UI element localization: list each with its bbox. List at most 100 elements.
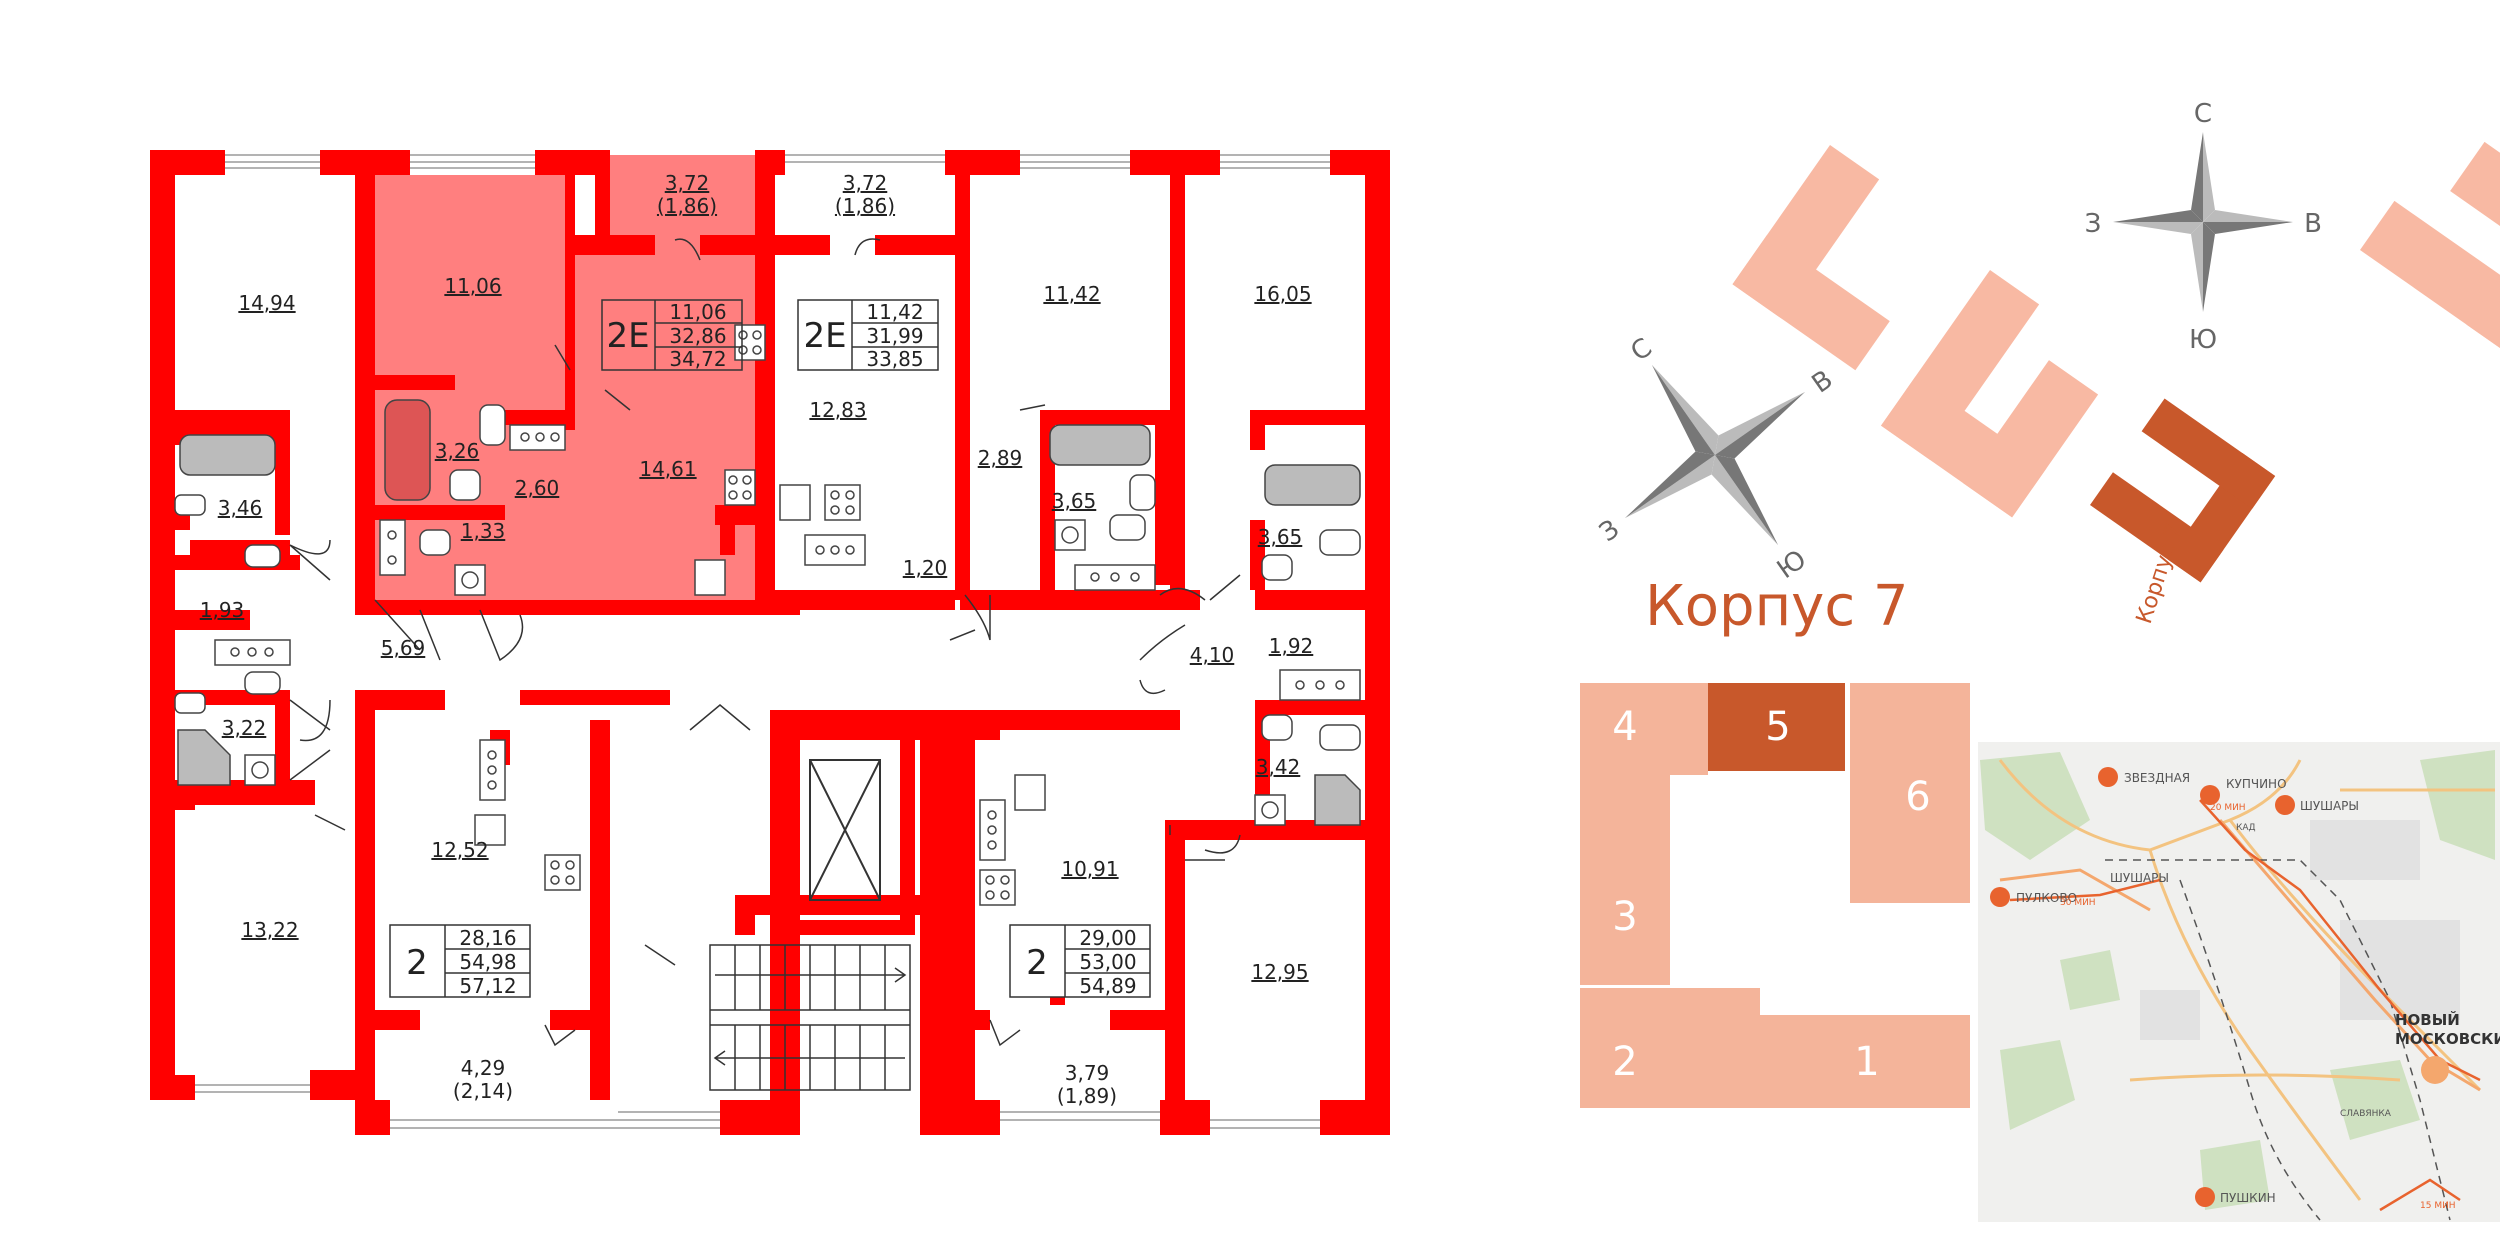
site-plan: Корпус 7 — [1732, 141, 2500, 627]
room-area-label: 4,29 — [461, 1056, 506, 1080]
section-number: 3 — [1612, 894, 1637, 940]
map-time-label: 15 МИН — [2420, 1201, 2456, 1211]
room-area-label: 1,20 — [903, 556, 948, 580]
total-area: 54,98 — [459, 950, 516, 974]
room-area-label: 4,10 — [1190, 643, 1235, 667]
room-area-label: 3,65 — [1052, 489, 1097, 513]
airport-icon — [1990, 887, 2010, 907]
room-area-label: (1,86) — [835, 194, 895, 218]
map-station-label: ШУШАРЫ — [2300, 799, 2359, 813]
room-labels: 14,94 11,06 3,72 (1,86) 3,72 (1,86) 11,4… — [200, 171, 1314, 1108]
room-area-label: 12,95 — [1251, 960, 1308, 984]
korpus-title: Корпус 7 — [1645, 574, 1909, 639]
section-5[interactable] — [1707, 683, 1845, 771]
compass-rose: С Ю З В — [2085, 99, 2322, 355]
block-shape — [2450, 141, 2500, 278]
room-area-label: 2,89 — [978, 446, 1023, 470]
room-area-label: (1,89) — [1057, 1084, 1117, 1108]
section-3[interactable] — [1580, 775, 1670, 985]
compass-east: В — [2304, 209, 2322, 239]
block-shape — [1732, 235, 1890, 371]
room-area-label: 12,52 — [431, 838, 488, 862]
apartment-info-box: 2Е 11,06 32,86 34,72 — [601, 299, 743, 371]
windows — [195, 154, 1330, 1129]
elevator-shaft — [809, 759, 881, 901]
section-1[interactable] — [1765, 1015, 1970, 1108]
living-area: 11,42 — [866, 300, 923, 324]
block-shape — [2360, 200, 2500, 359]
room-area-label: 3,22 — [222, 716, 267, 740]
room-area-label: 13,22 — [241, 918, 298, 942]
section-number: 1 — [1854, 1039, 1879, 1085]
map-time-label: 20 МИН — [2210, 803, 2246, 813]
room-area-label: (1,86) — [657, 194, 717, 218]
room-area-label: 1,93 — [200, 598, 245, 622]
room-area-label: 1,92 — [1269, 634, 1314, 658]
living-area: 29,00 — [1079, 926, 1136, 950]
room-area-label: (2,14) — [453, 1079, 513, 1103]
room-area-label: 12,83 — [809, 398, 866, 422]
apartment-type: 2Е — [803, 316, 846, 356]
compass-north: С — [2194, 99, 2212, 129]
room-area-label: 14,61 — [639, 457, 696, 481]
section-number: 2 — [1612, 1039, 1637, 1085]
train-icon — [2195, 1187, 2215, 1207]
apartment-info-box: 2 29,00 53,00 54,89 — [1009, 924, 1151, 998]
living-area: 11,06 — [669, 300, 726, 324]
selected-apartment-fill — [375, 155, 760, 605]
room-area-label: 10,91 — [1061, 857, 1118, 881]
apartment-info-box: 2 28,16 54,98 57,12 — [389, 924, 531, 998]
section-number: 6 — [1905, 774, 1930, 820]
map-project-label: НОВЫЙ — [2395, 1010, 2460, 1029]
apartment-type: 2Е — [606, 316, 649, 356]
staircase — [709, 944, 911, 1091]
total-area-balcony: 54,89 — [1079, 974, 1136, 998]
room-area-label: 3,79 — [1065, 1061, 1110, 1085]
total-area-balcony: 34,72 — [669, 347, 726, 371]
room-area-label: 3,46 — [218, 496, 263, 520]
walls — [150, 150, 1390, 1135]
total-area: 32,86 — [669, 324, 726, 348]
fixtures — [174, 324, 1361, 906]
location-map: ЗВЕЗДНАЯ КУПЧИНО ШУШАРЫ ПУЛКОВО ПУШКИН Ш… — [1978, 742, 2500, 1222]
apartment-type: 2 — [1026, 943, 1048, 983]
total-area-balcony: 57,12 — [459, 974, 516, 998]
room-area-label: 11,06 — [444, 274, 501, 298]
metro-icon — [2275, 795, 2295, 815]
compass-west: З — [1594, 514, 1625, 548]
room-area-label: 14,94 — [238, 291, 295, 315]
room-area-label: 3,65 — [1258, 525, 1303, 549]
section-6[interactable] — [1850, 683, 1970, 903]
compass-south: Ю — [2189, 325, 2217, 355]
map-project-label: МОСКОВСКИЙ — [2395, 1029, 2500, 1048]
map-station-label: ПУЛКОВО — [2016, 891, 2077, 905]
map-station-label: КУПЧИНО — [2226, 777, 2287, 791]
compass-north: С — [1626, 333, 1658, 368]
apartment-info-box: 2Е 11,42 31,99 33,85 — [797, 299, 939, 371]
map-district-label: СЛАВЯНКА — [2340, 1109, 2392, 1119]
room-area-label: 3,26 — [435, 439, 480, 463]
map-station-label: ПУШКИН — [2220, 1191, 2276, 1205]
section-number: 4 — [1612, 704, 1637, 750]
block-selected[interactable] — [2141, 398, 2276, 509]
room-area-label: 5,69 — [381, 636, 426, 660]
compass-east: В — [1807, 365, 1839, 400]
map-time-label: 30 МИН — [2060, 898, 2096, 908]
room-area-label: 2,60 — [515, 476, 560, 500]
metro-icon — [2098, 767, 2118, 787]
project-marker — [2421, 1056, 2449, 1084]
doors — [289, 238, 1241, 1047]
total-area: 31,99 — [866, 324, 923, 348]
room-area-label: 11,42 — [1043, 282, 1100, 306]
map-road-label: КАД — [2236, 823, 2256, 833]
map-district-label: ШУШАРЫ — [2110, 871, 2169, 885]
section-diagram: 4 5 6 3 2 1 — [1580, 683, 1970, 1108]
total-area: 53,00 — [1079, 950, 1136, 974]
total-area-balcony: 33,85 — [866, 347, 923, 371]
metro-icon — [2200, 785, 2220, 805]
room-area-label: 3,42 — [1256, 755, 1301, 779]
room-area-label: 3,72 — [843, 171, 888, 195]
living-area: 28,16 — [459, 926, 516, 950]
block-shape — [1962, 360, 2099, 518]
